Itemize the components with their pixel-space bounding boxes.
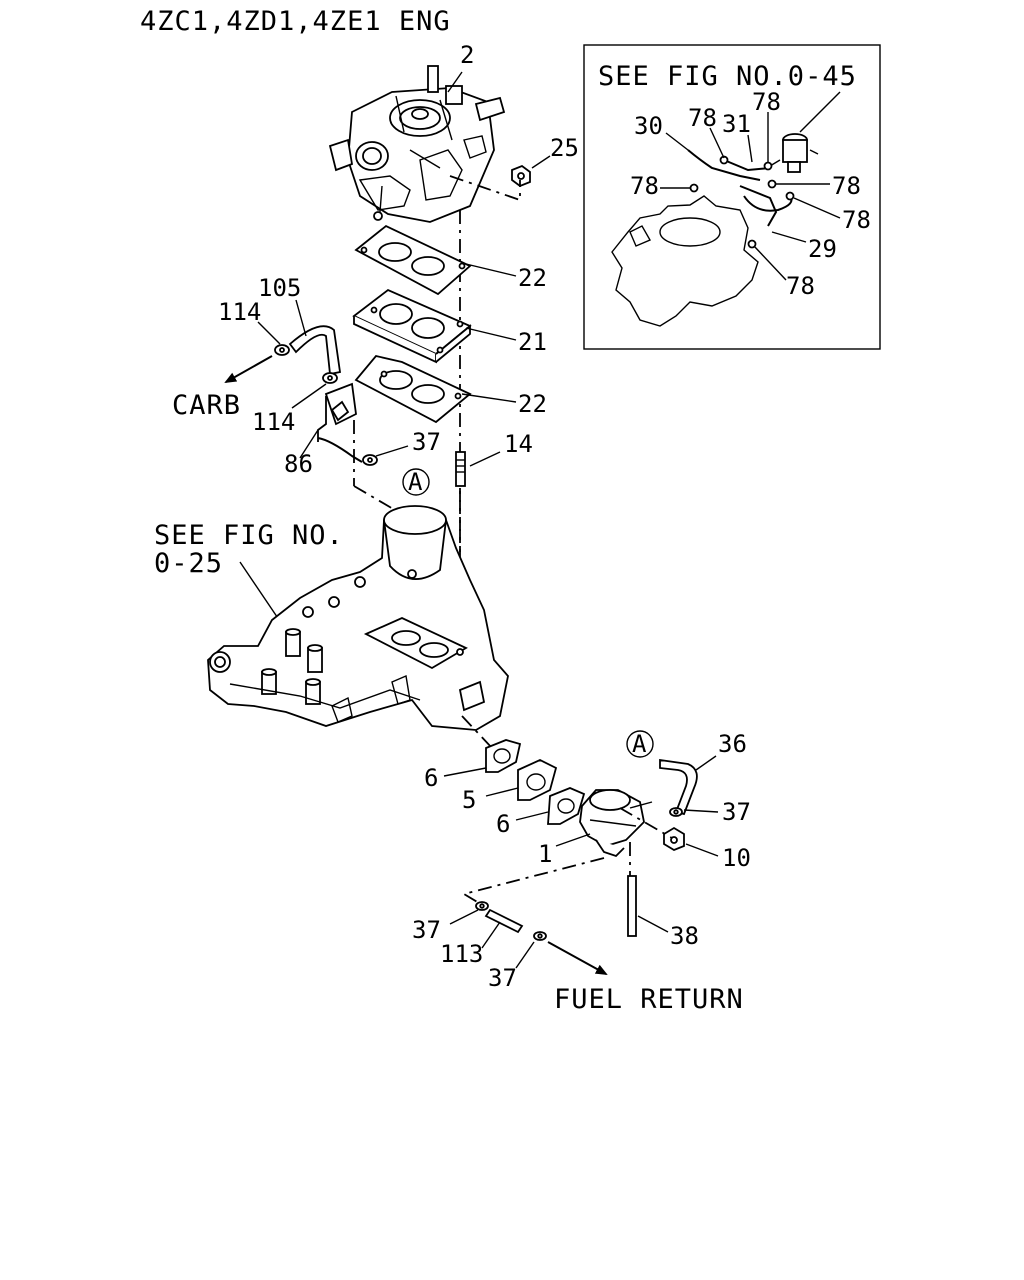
clamp-37-return-right [533,931,547,941]
inset-clip [689,183,699,193]
pipe-113 [484,908,524,934]
callout-6-upper: 6 [424,764,438,792]
callout-6-lower: 6 [496,810,510,838]
see-fig-0-25-line2: 0-25 [154,548,223,579]
inset-manifold-outline [611,195,759,327]
callout-22-upper: 22 [518,264,547,292]
connector-a-upper [402,468,430,496]
inset-hose-29 [743,195,793,212]
inset-clip [763,161,773,171]
valve-86 [317,382,357,442]
gasket-22-upper [354,224,472,296]
inset-panel: SEE FIG NO.0-45 [583,44,881,350]
inset-frame [583,44,881,350]
connector-a-upper-letter: A [408,468,423,496]
callout-21: 21 [518,328,547,356]
hose-36 [659,758,698,816]
inset-callout: 78 [688,104,717,132]
inset-clip [767,179,777,189]
clamp-37-pump [669,807,683,817]
intake-manifold [207,505,509,731]
hose-86 [317,437,363,463]
inset-callout: 78 [630,172,659,200]
stud-14 [455,451,466,487]
callout-36: 36 [718,730,747,758]
nut-25 [511,164,531,188]
inset-port [659,217,721,247]
callout-37-return-left: 37 [412,916,441,944]
callout-114-upper: 114 [218,298,261,326]
inset-callout: 78 [752,88,781,116]
fuel-pump-1 [579,789,653,858]
inset-callout: 78 [786,272,815,300]
callout-37-return-right: 37 [488,964,517,992]
carburetor [328,65,506,223]
connector-a-lower-letter: A [632,730,647,758]
callout-25: 25 [550,134,579,162]
fuel-return-label: FUEL RETURN [554,984,744,1015]
clamp-37-upper [362,454,378,466]
callout-14: 14 [504,430,533,458]
inset-hose-31 [723,159,771,172]
connector-a-lower [626,730,654,758]
gasket-22-lower [354,354,472,424]
inset-vacuum-valve [769,133,819,173]
inset-title: SEE FIG NO.0-45 [598,61,857,92]
callout-114-lower: 114 [252,408,295,436]
inset-flange [629,225,651,247]
hose-105 [288,325,342,376]
pipe-38 [627,875,637,937]
callout-37-pump: 37 [722,798,751,826]
nut-10 [663,826,685,852]
callout-2: 2 [460,41,474,69]
callout-38: 38 [670,922,699,950]
clamp-114-lower [322,372,338,384]
inset-callout: 29 [808,235,837,263]
clamp-37-return-left [475,901,489,911]
inset-hose-29b [739,185,778,227]
inset-hose-30 [687,149,761,181]
inset-callout: 30 [634,112,663,140]
callout-37-upper: 37 [412,428,441,456]
callout-113: 113 [440,940,483,968]
callout-86: 86 [284,450,313,478]
gasket-6-lower [547,787,586,825]
inset-callout: 78 [832,172,861,200]
insulator-5 [517,759,558,801]
gasket-6-upper [485,739,522,773]
fuel-return-arrow [547,941,608,975]
inset-callout: 31 [722,110,751,138]
carb-label: CARB [172,390,241,421]
diagram-title: 4ZC1,4ZD1,4ZE1 ENG [140,6,451,37]
callout-105: 105 [258,274,301,302]
callout-10: 10 [722,844,751,872]
callout-1: 1 [538,840,552,868]
spacer-21 [352,288,472,364]
inset-clip [747,239,757,249]
inset-callout: 78 [842,206,871,234]
inset-clip [785,191,795,201]
see-fig-0-25-line1: SEE FIG NO. [154,520,344,551]
callout-5: 5 [462,786,476,814]
carb-arrow [224,355,273,383]
callout-22-lower: 22 [518,390,547,418]
clamp-114-upper [274,344,290,356]
